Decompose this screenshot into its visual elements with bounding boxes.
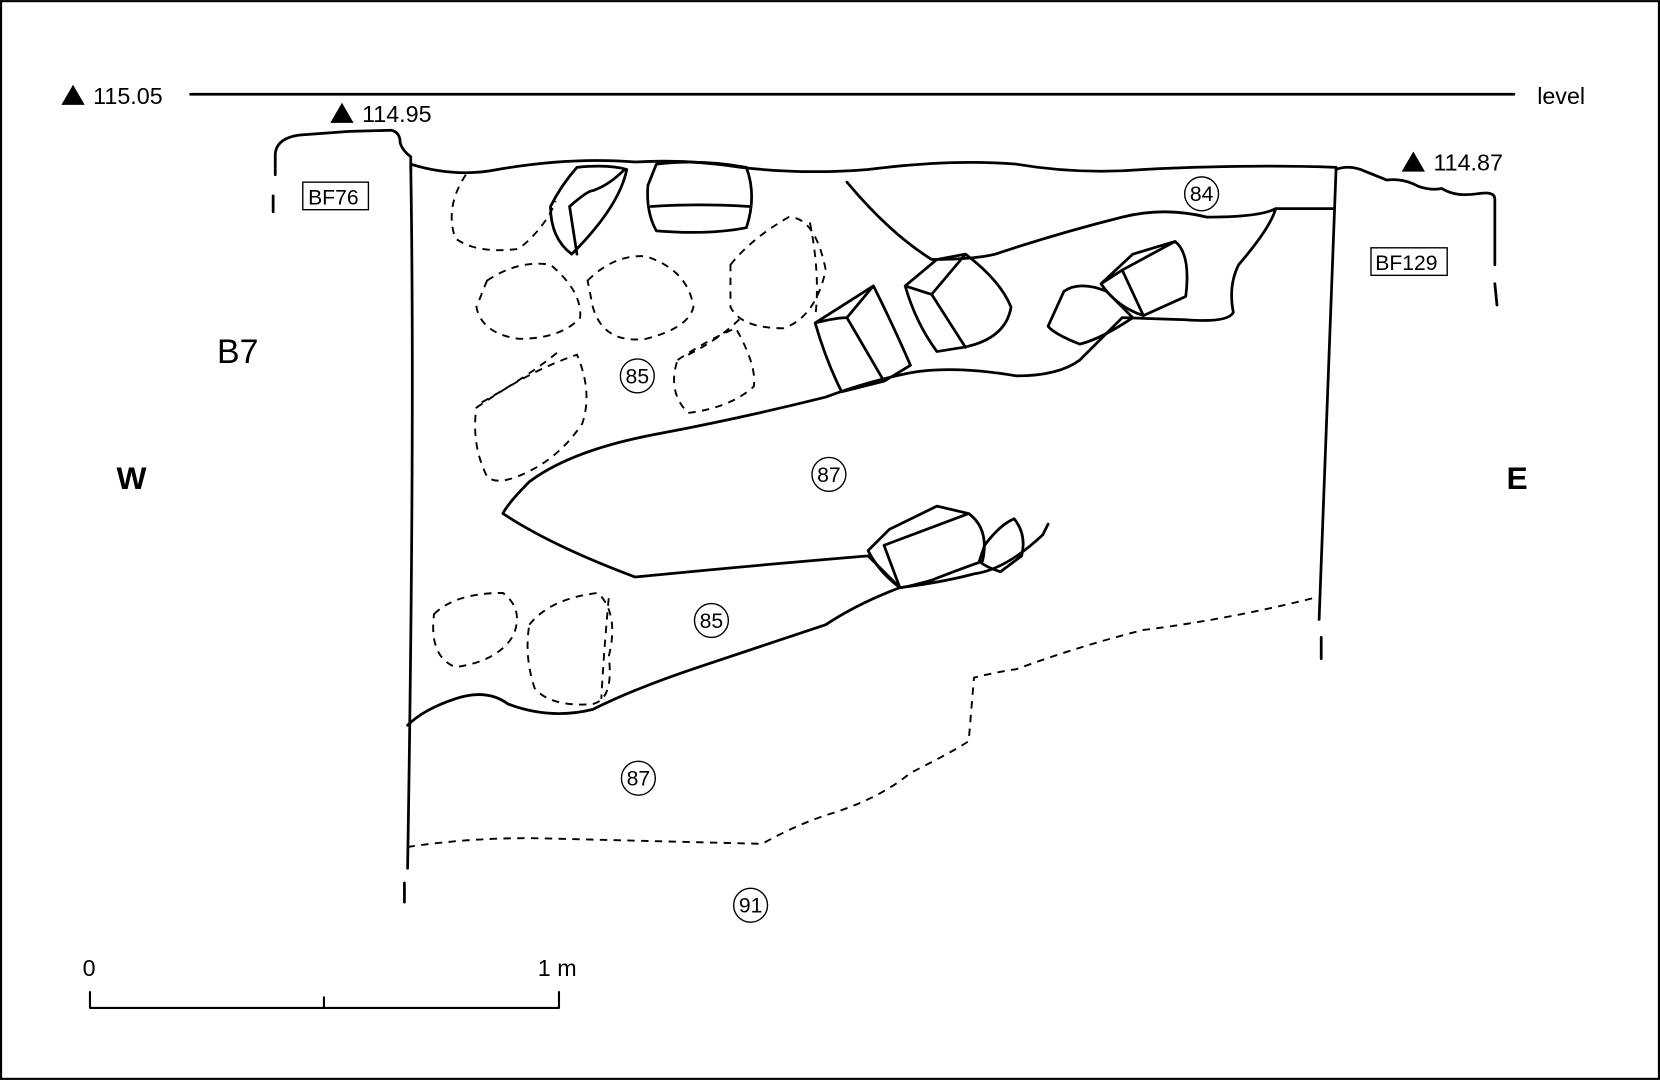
context-label-85-lower: 85 (693, 602, 730, 639)
context-87: 87 (817, 464, 841, 487)
context-91: 91 (739, 895, 763, 918)
feature-bf129: BF129 (1375, 252, 1437, 275)
stone (813, 284, 912, 394)
context-87-lower: 87 (627, 768, 651, 791)
elevation-east: 114.87 (1433, 150, 1502, 176)
stone (866, 504, 986, 590)
context-label-84: 84 (1183, 176, 1220, 212)
trench-label: B7 (217, 333, 258, 371)
elevation-marker-icon (330, 102, 354, 123)
context-label-87: 87 (811, 456, 847, 492)
context-label-85: 85 (619, 358, 655, 394)
stone (549, 164, 629, 256)
context-85: 85 (626, 365, 650, 388)
stone (1046, 284, 1135, 346)
context-label-91: 91 (732, 887, 769, 923)
datum-label: level (1537, 83, 1585, 109)
context-84-boundary (501, 180, 1278, 590)
stone (977, 517, 1025, 574)
dashed-stones (432, 174, 827, 706)
west-label: W (116, 460, 146, 496)
feature-box-bf129 (1370, 247, 1448, 277)
scale-bar: 0 1 m (83, 955, 577, 1009)
west-baulk-outline (273, 128, 413, 177)
context-84: 84 (1190, 183, 1214, 206)
datum-elevation: 115.05 (93, 83, 162, 109)
east-baulk-outline (1334, 165, 1497, 267)
feature-box-bf76 (302, 181, 370, 211)
context-label-87-lower: 87 (620, 760, 657, 796)
context-87-91-boundary (407, 597, 1313, 848)
trench-east-wall (1317, 168, 1338, 621)
context-85-lower: 85 (700, 610, 724, 633)
east-label: E (1506, 460, 1527, 496)
stone (903, 252, 1013, 353)
elevation-marker-icon (61, 84, 85, 105)
elevation-marker-icon (1401, 151, 1425, 172)
context-85-lower-boundary (406, 586, 902, 727)
feature-bf76: BF76 (308, 186, 359, 209)
ground-surface (409, 159, 1338, 175)
trench-west-wall (406, 165, 414, 870)
stone (646, 160, 754, 234)
scale-start: 0 (83, 955, 96, 981)
elevation-west: 114.95 (362, 101, 431, 127)
scale-end: 1 m (538, 955, 577, 981)
